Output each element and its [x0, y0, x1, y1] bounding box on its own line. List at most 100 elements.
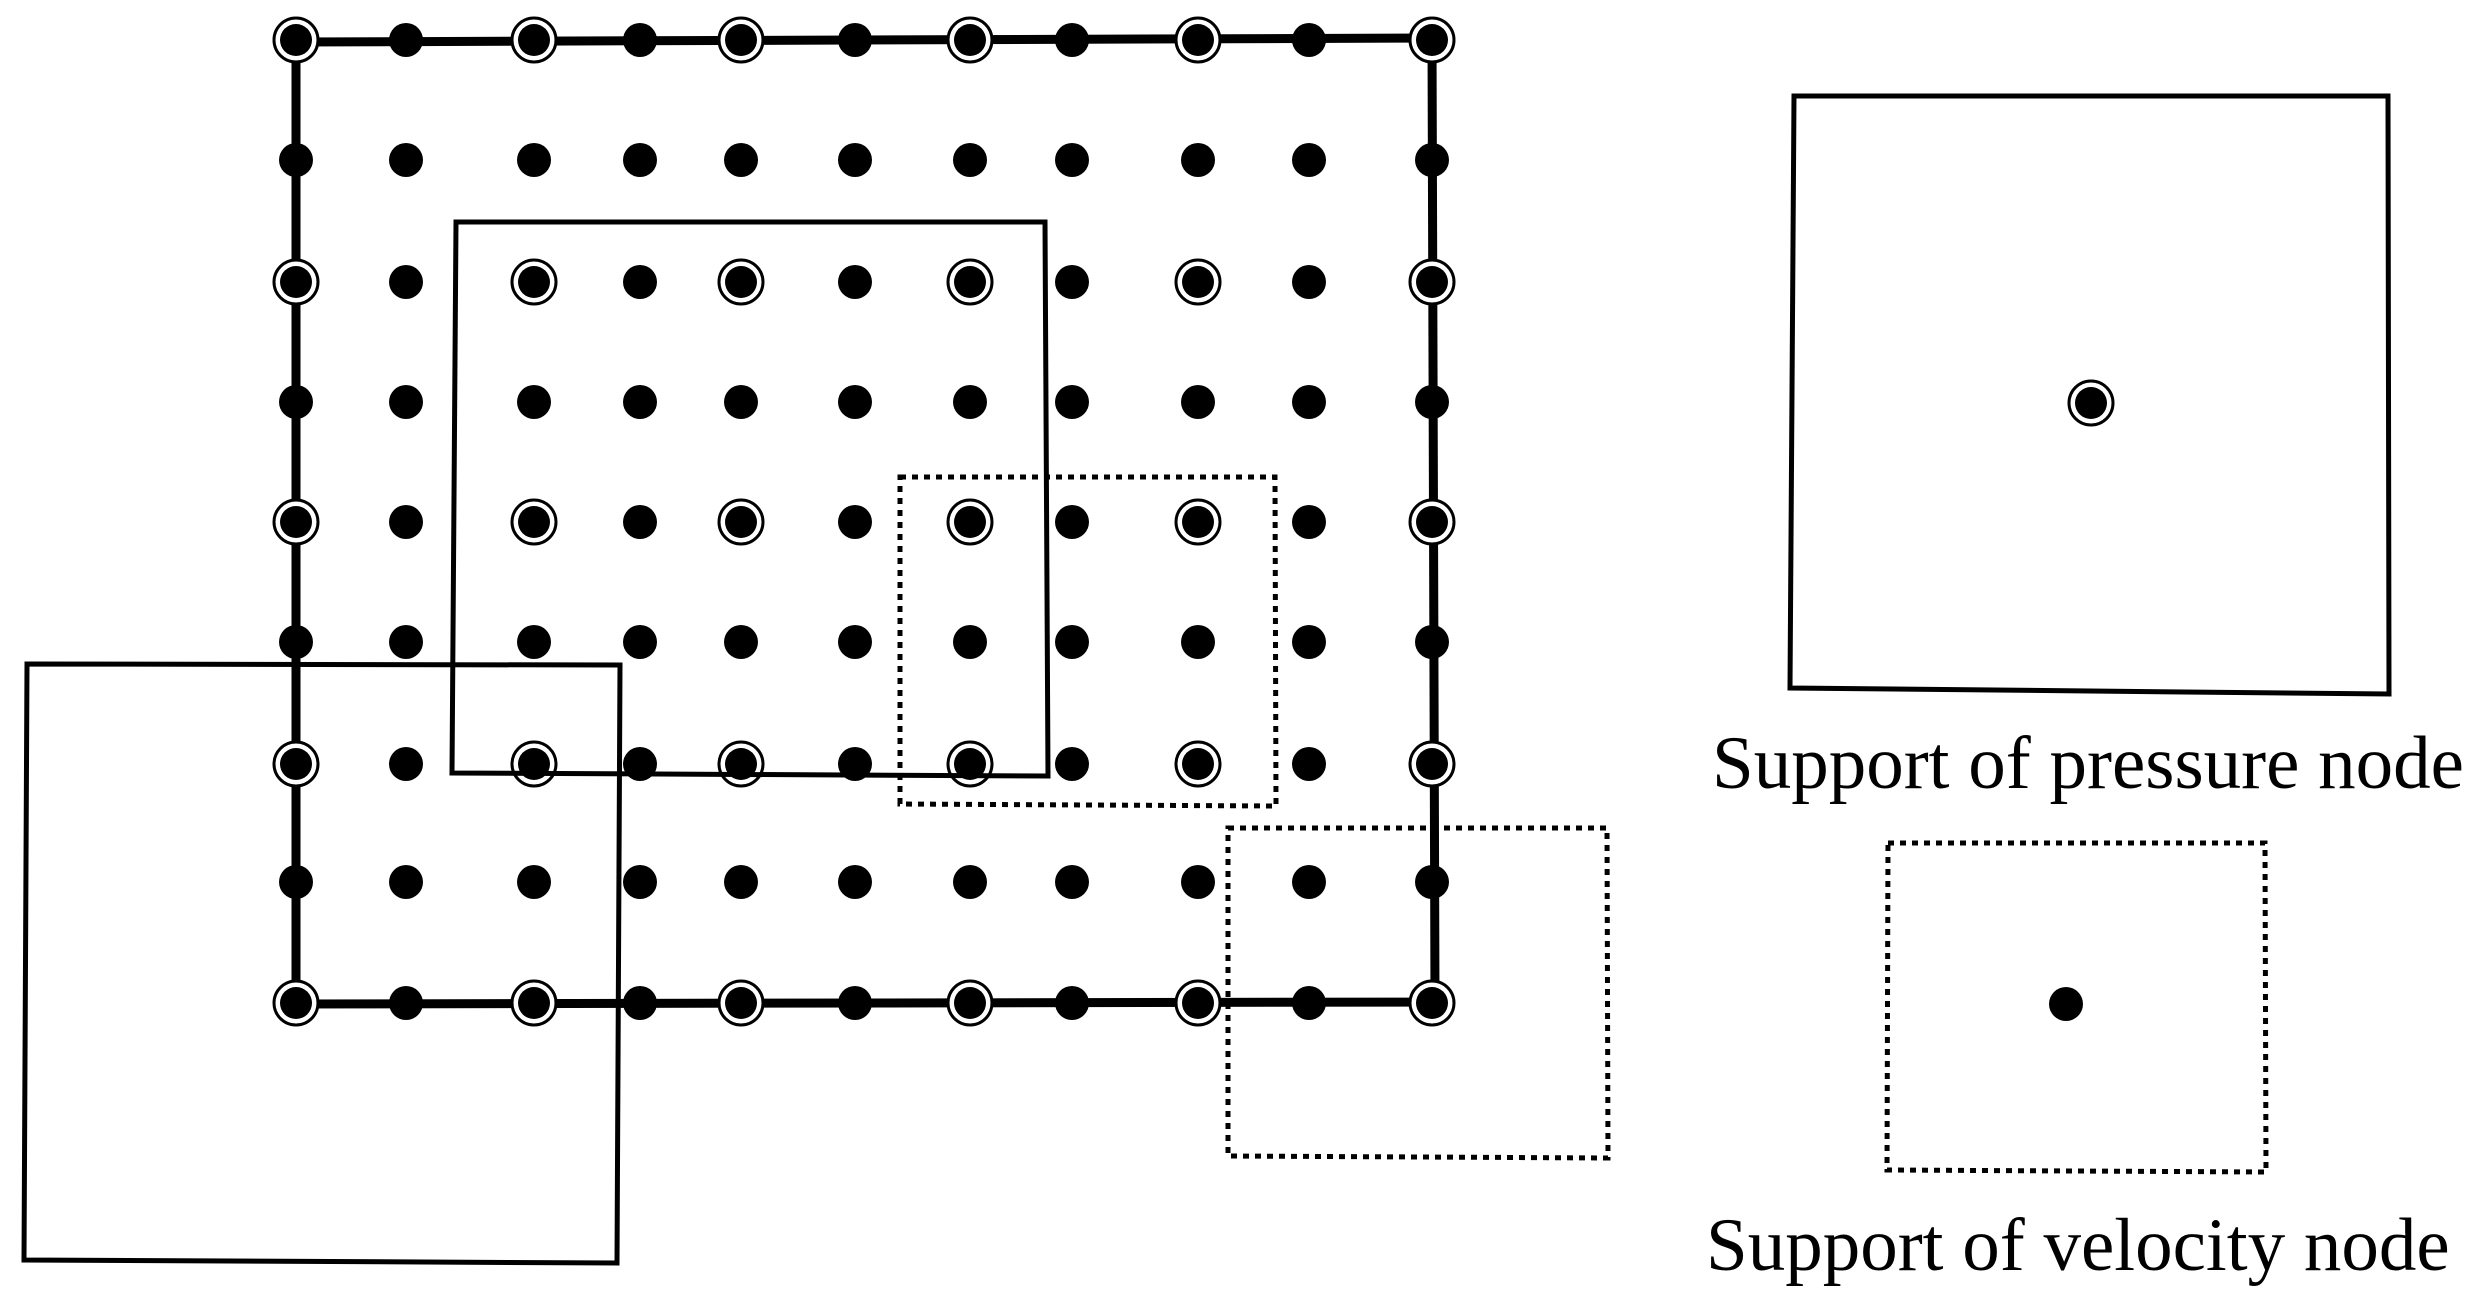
velocity-support-inner [897, 474, 1279, 809]
velocity-node [838, 265, 872, 299]
pressure-node [518, 266, 550, 298]
velocity-node [389, 625, 423, 659]
pressure-node [280, 748, 312, 780]
velocity-node [1181, 143, 1215, 177]
pressure-node [518, 24, 550, 56]
pressure-node [280, 24, 312, 56]
velocity-node [623, 625, 657, 659]
pressure-node [280, 506, 312, 538]
pressure-node [1182, 987, 1214, 1019]
pressure-node [954, 987, 986, 1019]
pressure-node [725, 24, 757, 56]
pressure-node [1182, 266, 1214, 298]
legend-pressure-node-dot [2075, 387, 2107, 419]
pressure-node [518, 506, 550, 538]
velocity-node [389, 747, 423, 781]
velocity-node [1292, 747, 1326, 781]
pressure-support-corner [21, 661, 623, 1266]
velocity-node [724, 385, 758, 419]
velocity-node [1055, 505, 1089, 539]
velocity-node [953, 865, 987, 899]
velocity-node [1415, 385, 1449, 419]
velocity-node [1055, 23, 1089, 57]
velocity-node [1415, 143, 1449, 177]
pressure-node [954, 266, 986, 298]
pressure-support-inner [449, 219, 1051, 779]
pressure-node [280, 266, 312, 298]
velocity-support-caption: Support of velocity node [1706, 1204, 2450, 1287]
velocity-node [838, 986, 872, 1020]
legend-pressure: Support of pressure node [1712, 93, 2464, 805]
velocity-node [838, 143, 872, 177]
velocity-node [1415, 625, 1449, 659]
velocity-support-corner [1225, 825, 1611, 1161]
velocity-node [279, 143, 313, 177]
velocity-node [953, 385, 987, 419]
velocity-node [1055, 265, 1089, 299]
velocity-node [1292, 986, 1326, 1020]
pressure-node [1416, 24, 1448, 56]
velocity-node [1292, 865, 1326, 899]
pressure-node [1416, 506, 1448, 538]
pressure-node [1416, 748, 1448, 780]
pressure-node [725, 987, 757, 1019]
velocity-node [1292, 143, 1326, 177]
velocity-node [838, 865, 872, 899]
velocity-node [1055, 625, 1089, 659]
velocity-node [838, 385, 872, 419]
velocity-node [389, 986, 423, 1020]
velocity-node [1292, 505, 1326, 539]
pressure-node [725, 506, 757, 538]
legend-velocity-node-dot [2049, 987, 2083, 1021]
velocity-node [1292, 625, 1326, 659]
legend-pressure-node-ring [2067, 379, 2115, 427]
pressure-node [725, 266, 757, 298]
legend-pressure-square [1787, 93, 2392, 697]
velocity-node [279, 385, 313, 419]
pressure-node [954, 24, 986, 56]
velocity-node [279, 865, 313, 899]
pressure-node [1182, 24, 1214, 56]
velocity-node [389, 265, 423, 299]
velocity-node [1055, 986, 1089, 1020]
velocity-node [389, 505, 423, 539]
velocity-node [953, 143, 987, 177]
velocity-node [389, 143, 423, 177]
velocity-node [623, 505, 657, 539]
velocity-node [1292, 265, 1326, 299]
velocity-node [389, 23, 423, 57]
velocity-node [1055, 143, 1089, 177]
velocity-node [623, 143, 657, 177]
velocity-node [838, 23, 872, 57]
velocity-node [1292, 23, 1326, 57]
velocity-node [724, 625, 758, 659]
velocity-node [1055, 747, 1089, 781]
velocity-node [623, 385, 657, 419]
velocity-node [623, 23, 657, 57]
velocity-node [724, 143, 758, 177]
pressure-support-caption: Support of pressure node [1712, 722, 2464, 805]
velocity-node [724, 865, 758, 899]
velocity-node [1055, 385, 1089, 419]
pressure-node [1182, 748, 1214, 780]
velocity-node [1181, 385, 1215, 419]
velocity-node [623, 986, 657, 1020]
velocity-node [1181, 865, 1215, 899]
velocity-node [517, 143, 551, 177]
velocity-node [838, 505, 872, 539]
legend-velocity: Support of velocity node [1706, 840, 2450, 1287]
velocity-node [838, 625, 872, 659]
velocity-node [623, 265, 657, 299]
velocity-node [1292, 385, 1326, 419]
pressure-node [1416, 266, 1448, 298]
velocity-node [279, 625, 313, 659]
velocity-node [389, 385, 423, 419]
velocity-node [1055, 865, 1089, 899]
velocity-node [623, 865, 657, 899]
velocity-node [1415, 865, 1449, 899]
pressure-node [954, 506, 986, 538]
velocity-node [517, 625, 551, 659]
node-grid [272, 16, 1456, 1027]
velocity-node [389, 865, 423, 899]
